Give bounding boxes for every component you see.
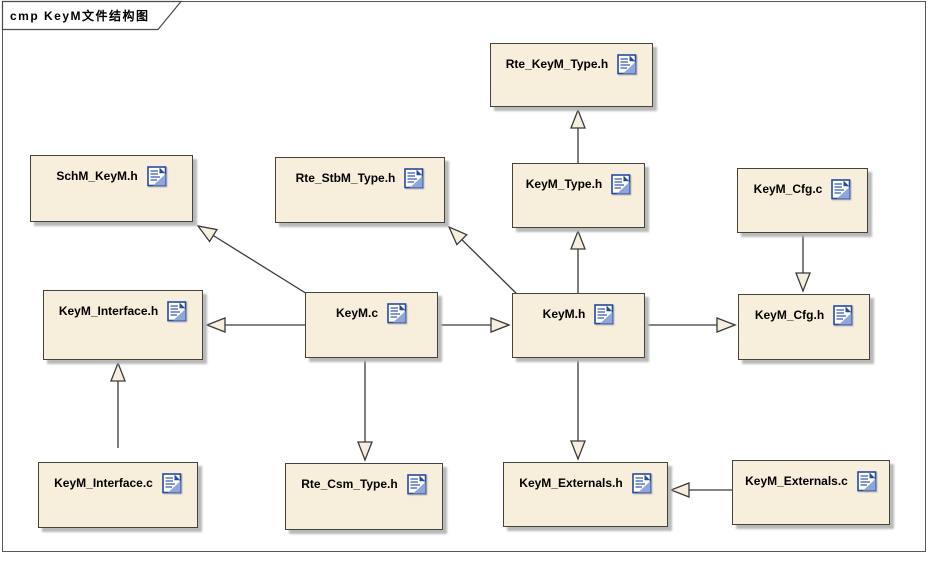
file-node-keym-externals-h[interactable]: KeyM_Externals.h (503, 462, 668, 527)
file-node-keym-cfg-h[interactable]: KeyM_Cfg.h (738, 294, 870, 360)
title-tab-shape (1, 0, 183, 31)
file-node-keym-h[interactable]: KeyM.h (512, 293, 645, 358)
file-node-label: KeyM_Type.h (525, 177, 603, 191)
file-node-label: KeyM_Interface.c (54, 476, 153, 490)
document-icon (833, 305, 853, 326)
file-node-label: Rte_Csm_Type.h (301, 477, 398, 491)
document-icon (831, 179, 851, 200)
file-node-label: Rte_KeyM_Type.h (505, 57, 609, 71)
file-node-label: Rte_StbM_Type.h (295, 171, 396, 185)
file-node-label: KeyM_Cfg.h (754, 308, 825, 322)
dependency-arrow-keym-h-to-rte-stbm-type-h[interactable] (447, 225, 526, 303)
document-icon (857, 471, 877, 492)
file-node-label: KeyM_Externals.h (519, 476, 623, 490)
document-icon (594, 304, 614, 325)
file-node-keym-externals-c[interactable]: KeyM_Externals.c (732, 460, 890, 525)
file-node-schm-keym-h[interactable]: SchM_KeyM.h (30, 155, 193, 222)
file-node-keym-type-h[interactable]: KeyM_Type.h (512, 163, 645, 228)
file-node-label: KeyM_Externals.c (745, 474, 848, 488)
file-node-rte-stbm-type-h[interactable]: Rte_StbM_Type.h (275, 157, 445, 223)
file-node-keym-interface-c[interactable]: KeyM_Interface.c (38, 462, 198, 528)
document-icon (404, 168, 424, 189)
file-node-keym-interface-h[interactable]: KeyM_Interface.h (43, 290, 203, 360)
document-icon (146, 166, 166, 187)
file-node-label: KeyM.h (542, 307, 586, 321)
file-node-label: KeyM_Interface.h (58, 304, 159, 318)
document-icon (162, 473, 182, 494)
diagram-title: cmp KeyM文件结构图 (10, 9, 150, 23)
document-icon (611, 174, 631, 195)
document-icon (617, 54, 637, 75)
dependency-arrow-keym-c-to-schm-keym-h[interactable] (196, 225, 321, 303)
file-node-label: KeyM.c (335, 306, 379, 320)
file-node-label: SchM_KeyM.h (56, 169, 138, 183)
file-node-rte-csm-type-h[interactable]: Rte_Csm_Type.h (285, 463, 443, 530)
file-node-rte-keym-type-h[interactable]: Rte_KeyM_Type.h (490, 43, 653, 107)
file-node-label: KeyM_Cfg.c (753, 182, 823, 196)
file-node-keym-cfg-c[interactable]: KeyM_Cfg.c (737, 168, 868, 233)
file-node-keym-c[interactable]: KeyM.c (305, 292, 438, 358)
document-icon (631, 473, 651, 494)
document-icon (387, 303, 407, 324)
document-icon (167, 301, 187, 322)
document-icon (406, 474, 427, 495)
